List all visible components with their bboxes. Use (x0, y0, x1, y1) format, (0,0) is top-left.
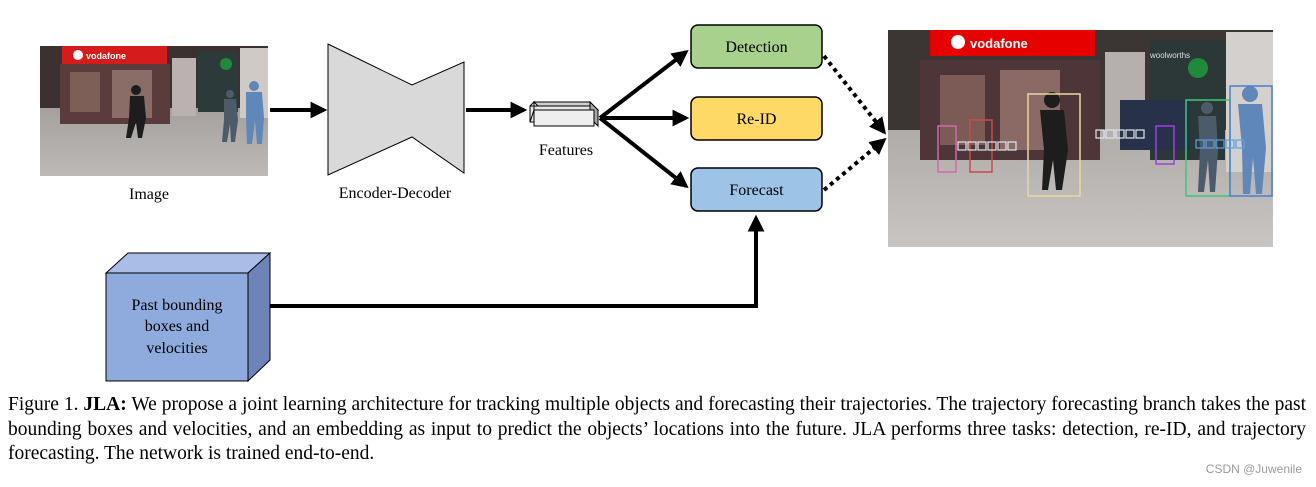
past-boxes-cube (104, 251, 272, 383)
forecast-box (690, 167, 823, 212)
encoder-decoder-label: Encoder-Decoder (339, 185, 452, 202)
output-image: vodafone woolworths (888, 30, 1273, 247)
features-tensor (529, 100, 600, 128)
detection-label: Detection (725, 39, 787, 56)
reid-box (690, 96, 823, 141)
reid-label: Re-ID (737, 111, 777, 128)
encoder-decoder-shape (327, 43, 465, 176)
dotted-arrow-detection-to-output (822, 54, 887, 135)
image-label: Image (129, 186, 169, 203)
past-boxes-label-line1: Past bounding (131, 297, 222, 314)
caption-bold: JLA: (83, 394, 127, 415)
woolworths-sign: woolworths (1149, 51, 1190, 60)
forecast-label: Forecast (729, 182, 784, 199)
arrow-features-to-forecast (598, 116, 689, 189)
past-boxes-label-line2: boxes and (145, 318, 209, 335)
figure-caption: Figure 1. JLA: We propose a joint learni… (8, 393, 1306, 467)
dotted-arrow-forecast-to-output (822, 137, 887, 192)
watermark: CSDN @Juwenile (1205, 462, 1302, 476)
caption-prefix: Figure 1. (8, 394, 84, 415)
caption-text: We propose a joint learning architecture… (8, 394, 1306, 464)
vodafone-sign-left: vodafone (86, 51, 126, 61)
vodafone-sign-right: vodafone (970, 36, 1028, 51)
features-label: Features (539, 142, 593, 159)
arrow-features-to-detection (598, 49, 689, 120)
architecture-diagram: vodafone Image Encoder-Decoder (40, 24, 1273, 383)
past-boxes-label-line3: velocities (146, 340, 207, 357)
detection-box (690, 24, 823, 69)
input-image: vodafone (40, 46, 268, 176)
arrow-past-boxes-to-forecast (270, 214, 765, 308)
